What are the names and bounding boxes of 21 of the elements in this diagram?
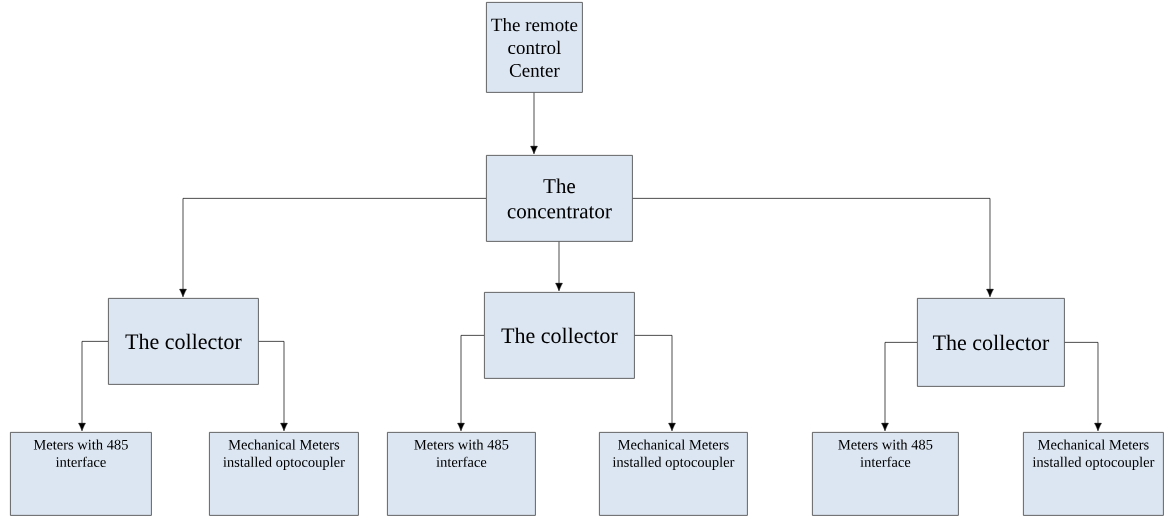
process-box: Mechanical Meters installed optocoupler — [1023, 432, 1164, 516]
arrow — [555, 241, 563, 292]
arrow — [179, 198, 487, 298]
arrow — [530, 92, 538, 155]
arrow — [632, 198, 994, 298]
process-box: The collector — [484, 292, 635, 379]
process-box: The concentrator — [486, 155, 633, 242]
arrow — [78, 341, 109, 432]
process-box: Meters with 485 interface — [10, 432, 152, 516]
process-box: The collector — [108, 298, 259, 385]
arrow — [258, 341, 288, 432]
process-box: Mechanical Meters installed optocoupler — [209, 432, 359, 516]
process-box: Meters with 485 interface — [812, 432, 959, 516]
process-box: The collector — [917, 298, 1065, 387]
arrow — [1064, 342, 1102, 432]
process-box: The remote control Center — [486, 2, 583, 93]
arrow — [457, 335, 485, 432]
process-box: Mechanical Meters installed optocoupler — [599, 432, 748, 516]
arrow — [634, 335, 676, 432]
arrow — [881, 342, 918, 432]
process-box: Meters with 485 interface — [387, 432, 536, 516]
